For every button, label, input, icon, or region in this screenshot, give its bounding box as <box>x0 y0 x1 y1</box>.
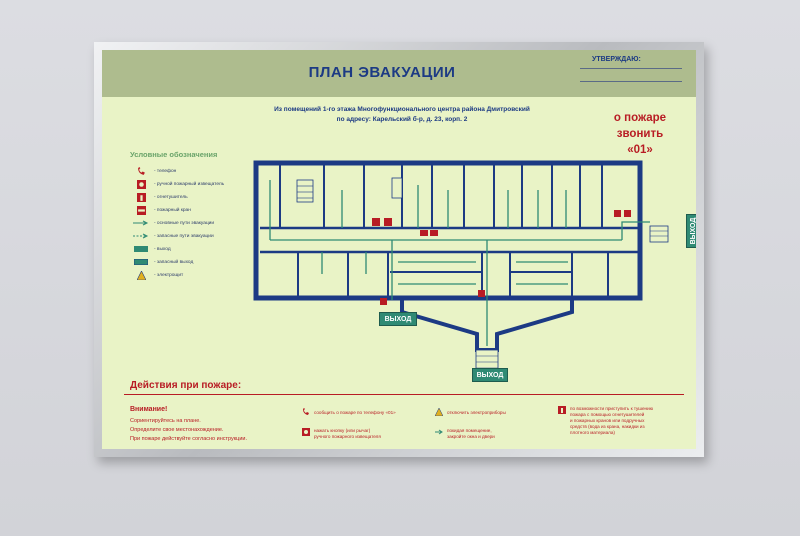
fire-alarm-icon <box>384 218 392 226</box>
extinguisher-icon <box>372 218 380 226</box>
fire-call-line: звонить <box>616 128 664 140</box>
step-line: плотного материала) <box>570 430 615 435</box>
fire-call-notice: о пожаре звонить «01» <box>594 110 686 158</box>
legend-item: - пожарный кран <box>132 205 191 215</box>
exit-sign-icon <box>132 244 150 254</box>
step-line: ручного пожарного извещателя <box>314 434 381 439</box>
legend-item: - огнетушитель <box>132 192 188 202</box>
step-line: и пожарных кранов или подручных <box>570 418 645 423</box>
legend-label: - пожарный кран <box>154 207 191 213</box>
legend-label: - основные пути эвакуации <box>154 220 215 226</box>
phone-icon <box>132 166 150 176</box>
legend-item: - ручной пожарный извещатель <box>132 179 224 189</box>
fire-alarm-icon <box>380 298 387 305</box>
outer-wall <box>253 160 643 301</box>
legend-label: - огнетушитель <box>154 194 188 200</box>
backup-exit-sign-icon <box>132 257 150 267</box>
attention-line: Сориентируйтесь на плане. <box>130 418 201 424</box>
step-line: нажать кнопку (или рычаг) <box>314 428 371 433</box>
step-line: по возможности приступить к тушению <box>570 406 654 411</box>
fire-hydrant-icon <box>420 230 428 236</box>
approve-line <box>580 81 682 82</box>
exit-sign-west: ВЫХОД <box>379 312 417 326</box>
stairs <box>649 225 669 243</box>
legend-label: - выход <box>154 246 171 252</box>
step-line: средств (вода из крана, накидки из <box>570 424 645 429</box>
electric-panel-icon <box>132 270 150 280</box>
legend-item: - основные пути эвакуации <box>132 218 214 228</box>
action-step: отключить электроприборы <box>447 410 506 416</box>
attention-line: Определите свое местонахождение. <box>130 427 224 433</box>
fire-alarm-icon <box>624 210 631 217</box>
stairs <box>296 179 314 203</box>
step-line: пожара с помощью огнетушителей <box>570 412 645 417</box>
plan-header <box>102 50 696 97</box>
attention-line: При пожаре действуйте согласно инструкци… <box>130 436 248 442</box>
extinguisher-icon <box>558 406 566 414</box>
attention-heading: Внимание! <box>130 406 168 413</box>
backup-route-arrow-icon <box>132 231 150 241</box>
step-line: отключить электроприборы <box>447 410 506 415</box>
attention-text: Сориентируйтесь на плане. Определите сво… <box>130 417 247 444</box>
legend-label: - телефон <box>154 168 177 174</box>
evacuation-plan-sheet: ПЛАН ЭВАКУАЦИИ УТВЕРЖДАЮ: Из помещений 1… <box>102 50 696 449</box>
main-route-arrow-icon <box>435 429 443 435</box>
fire-alarm-icon <box>302 428 310 436</box>
extinguisher-icon <box>132 192 150 202</box>
legend-label: - запасные пути эвакуации <box>154 233 214 239</box>
legend-item: - запасные пути эвакуации <box>132 231 214 241</box>
subtitle-line: по адресу: Карельский б-р, д. 23, корп. … <box>336 116 468 123</box>
exit-sign-east: ВЫХОД <box>686 214 696 248</box>
fire-call-number: «01» <box>627 144 653 156</box>
fire-hydrant-icon <box>430 230 438 236</box>
fire-equipment <box>372 210 631 305</box>
fire-alarm-icon <box>478 290 485 297</box>
action-step: нажать кнопку (или рычаг) ручного пожарн… <box>314 428 381 440</box>
action-step: покидая помещение, закройте окна и двери <box>447 428 495 440</box>
stairs <box>391 177 403 199</box>
legend-label: - электрощит <box>154 272 184 278</box>
fire-alarm-icon <box>132 179 150 189</box>
electric-panel-icon <box>435 408 443 416</box>
exit-sign-south: ВЫХОД <box>472 368 508 382</box>
actions-title: Действия при пожаре: <box>130 380 242 391</box>
step-line: закройте окна и двери <box>447 434 495 439</box>
main-route-arrow-icon <box>132 218 150 228</box>
step-line: покидая помещение, <box>447 428 492 433</box>
extinguisher-icon <box>614 210 621 217</box>
action-step: сообщить о пожаре по телефону «01» <box>314 410 396 416</box>
legend-title: Условные обозначения <box>130 150 218 159</box>
route-to-east-exit <box>621 221 650 240</box>
fire-call-line: о пожаре <box>613 112 667 124</box>
plan-title: ПЛАН ЭВАКУАЦИИ <box>308 64 456 81</box>
approve-label: УТВЕРЖДАЮ: <box>592 56 641 63</box>
legend-label: - запасный выход <box>154 259 194 265</box>
legend-item: - запасный выход <box>132 257 193 267</box>
plan-subtitle: Из помещений 1-го этажа Многофункциональ… <box>232 105 572 125</box>
action-step: по возможности приступить к тушению пожа… <box>570 406 653 436</box>
evacuation-routes <box>269 180 650 346</box>
sign-frame: ПЛАН ЭВАКУАЦИИ УТВЕРЖДАЮ: Из помещений 1… <box>94 42 704 457</box>
legend-label: - ручной пожарный извещатель <box>154 181 225 187</box>
approve-line <box>580 68 682 69</box>
legend-item: - электрощит <box>132 270 183 280</box>
stairwells <box>296 177 669 373</box>
step-line: сообщить о пожаре по телефону «01» <box>314 410 396 415</box>
subtitle-line: Из помещений 1-го этажа Многофункциональ… <box>274 106 530 113</box>
phone-icon <box>303 408 309 415</box>
actions-divider <box>124 394 684 395</box>
fire-hydrant-icon <box>132 205 150 215</box>
legend-item: - телефон <box>132 166 176 176</box>
legend-item: - выход <box>132 244 171 254</box>
